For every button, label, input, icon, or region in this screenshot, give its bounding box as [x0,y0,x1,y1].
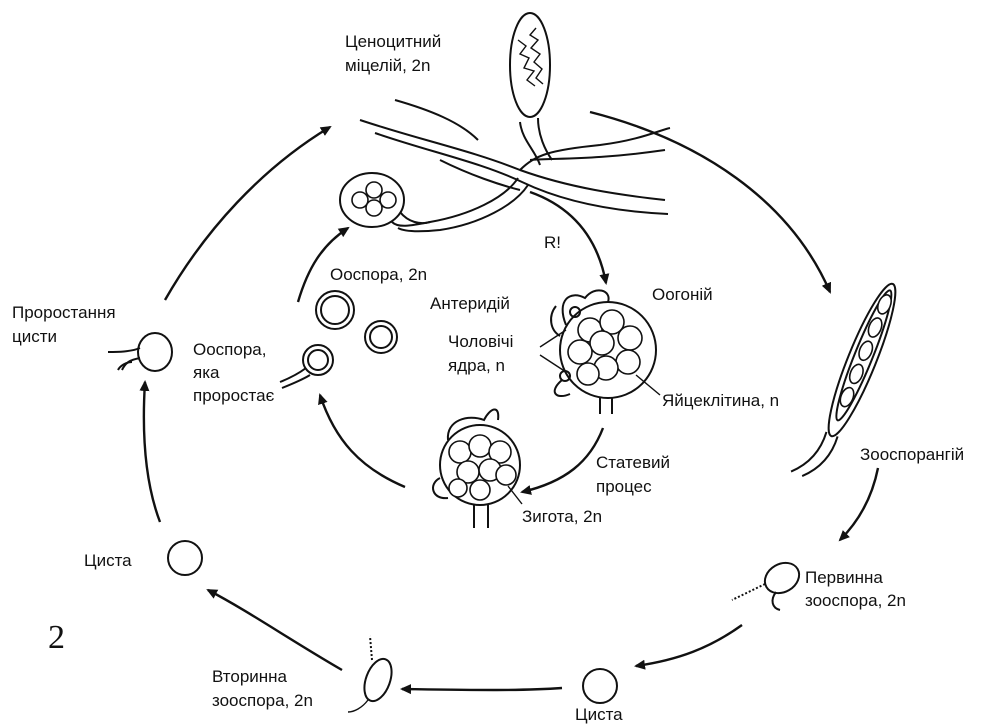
label-germination-line2: цисти [12,327,57,346]
label-zygote: Зигота, 2n [522,507,602,526]
label-antheridium: Антеридій [430,294,510,313]
germinating-cyst [108,333,172,371]
zygote [433,409,522,528]
page-number: 2 [48,619,65,656]
label-secondary-zoospore-line1: Вторинна [212,667,288,686]
arrow-mycelium-to-sporangium [590,112,830,292]
primary-zoospore [732,557,805,610]
label-mycelium-line1: Ценоцитний [345,32,441,51]
label-germination-line1: Проростання [12,303,116,322]
arrow-cyst-to-germination [144,382,160,522]
arrow-zygote-to-oospore [320,395,405,487]
label-zoosporangium: Зооспорангій [860,445,964,464]
label-secondary-zoospore-line2: зооспора, 2n [212,691,313,710]
label-sexual-line2: процес [596,477,652,496]
arrow-germination-to-mycelium [165,127,330,300]
cyst-bottom-shape [583,669,617,703]
arrow-sexual-process [522,428,603,492]
oogonium-with-antheridium [540,290,660,414]
labels: Ценоцитний міцелій, 2n Зооспорангій Перв… [12,32,964,724]
label-mycelium-line2: міцелій, 2n [345,56,430,75]
label-primary-zoospore-line2: зооспора, 2n [805,591,906,610]
cyst-left-shape [168,541,202,575]
secondary-zoospore [348,636,397,712]
arrow-cyst-to-secondary [402,688,562,690]
arrow-zoospore-to-cyst [636,625,742,666]
label-oospore-germ-line3: проростає [193,386,275,405]
label-cyst-left: Циста [84,551,132,570]
label-male-nuclei-line2: ядра, n [448,356,505,375]
label-oogonium: Оогоній [652,285,713,304]
label-primary-zoospore-line1: Первинна [805,568,883,587]
oospores [280,291,397,388]
label-meiosis: R! [544,233,561,252]
label-oospore: Ооспора, 2n [330,265,427,284]
label-sexual-line1: Статевий [596,453,670,472]
arrow-sporangium-to-zoospore [840,468,878,540]
label-oospore-germ-line2: яка [193,363,220,382]
label-cyst-bottom: Циста [575,705,623,724]
label-oospore-germ-line1: Ооспора, [193,340,266,359]
label-male-nuclei-line1: Чоловічі [448,332,513,351]
label-egg: Яйцеклітина, n [662,391,779,410]
arrow-secondary-to-cyst [208,590,342,670]
